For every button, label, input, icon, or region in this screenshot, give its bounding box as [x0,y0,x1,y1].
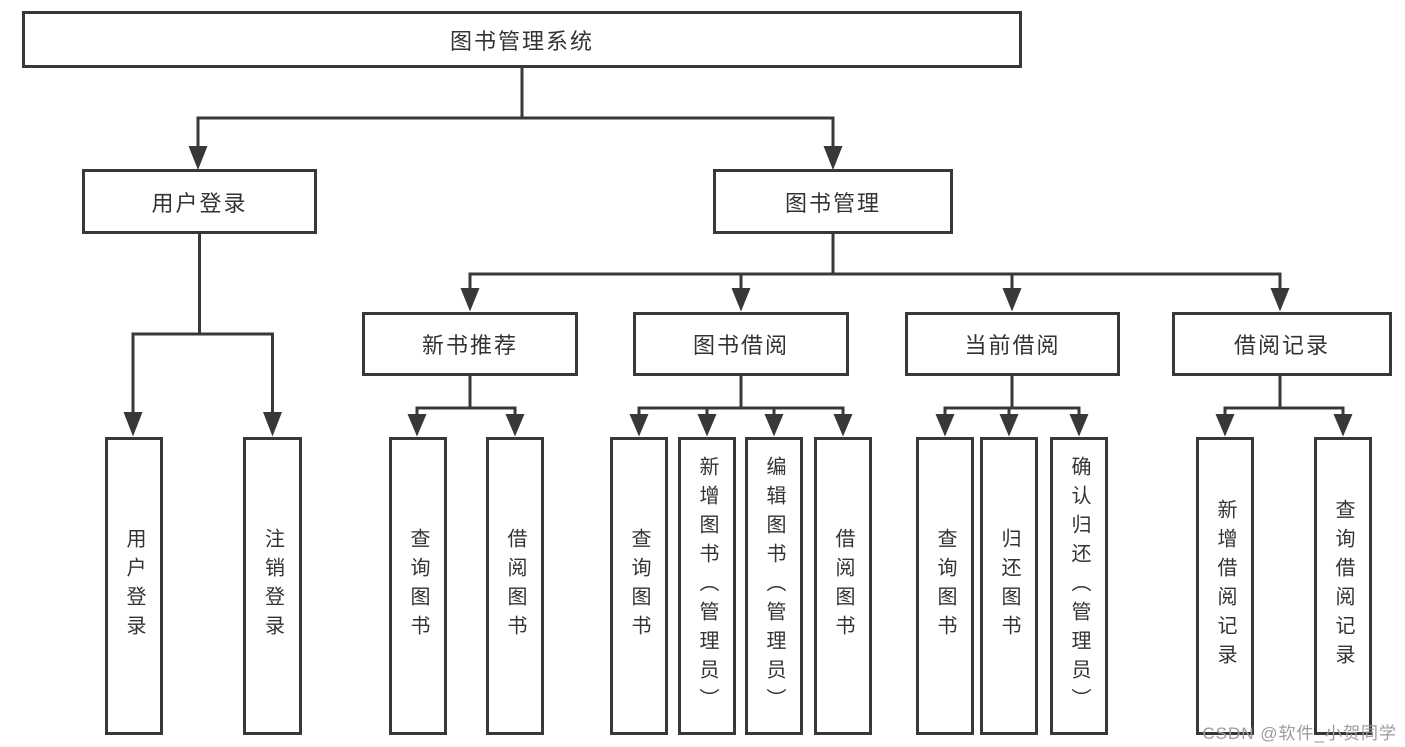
leaf-return-book: 归还图书 [980,437,1038,735]
leaf-edit-book-admin: 编辑图书（管理员） [745,437,803,735]
leaf-add-borrow-record-label: 新增借阅记录 [1214,499,1236,673]
leaf-confirm-return-admin: 确认归还（管理员） [1050,437,1108,735]
leaf-user-login: 用户登录 [105,437,163,735]
node-root-system: 图书管理系统 [22,11,1022,68]
leaf-add-book-admin: 新增图书（管理员） [678,437,736,735]
node-new-book-recommend: 新书推荐 [362,312,578,376]
node-current-borrow: 当前借阅 [905,312,1120,376]
leaf-borrow-book-label: 借阅图书 [832,528,854,644]
leaf-add-borrow-record: 新增借阅记录 [1196,437,1254,735]
leaf-query-book-borrow: 查询图书 [610,437,668,735]
node-borrow-records: 借阅记录 [1172,312,1392,376]
leaf-borrow-book: 借阅图书 [814,437,872,735]
leaf-logout: 注销登录 [243,437,302,735]
leaf-query-book-recommend-label: 查询图书 [407,528,429,644]
leaf-user-login-label: 用户登录 [123,528,145,644]
leaf-query-book-recommend: 查询图书 [389,437,447,735]
leaf-borrow-book-recommend: 借阅图书 [486,437,544,735]
node-book-management: 图书管理 [713,169,953,234]
leaf-query-book-current-label: 查询图书 [934,528,956,644]
leaf-edit-book-admin-label: 编辑图书（管理员） [763,455,785,717]
leaf-query-borrow-record-label: 查询借阅记录 [1332,499,1354,673]
leaf-query-borrow-record: 查询借阅记录 [1314,437,1372,735]
leaf-add-book-admin-label: 新增图书（管理员） [696,455,718,717]
csdn-watermark: CSDN @软件_小贺同学 [1202,724,1397,743]
node-book-borrow: 图书借阅 [633,312,849,376]
leaf-logout-label: 注销登录 [261,528,284,644]
node-user-login: 用户登录 [82,169,317,234]
leaf-borrow-book-recommend-label: 借阅图书 [504,528,526,644]
leaf-query-book-current: 查询图书 [916,437,974,735]
leaf-query-book-borrow-label: 查询图书 [628,528,650,644]
leaf-return-book-label: 归还图书 [998,528,1020,644]
leaf-confirm-return-admin-label: 确认归还（管理员） [1068,455,1090,717]
